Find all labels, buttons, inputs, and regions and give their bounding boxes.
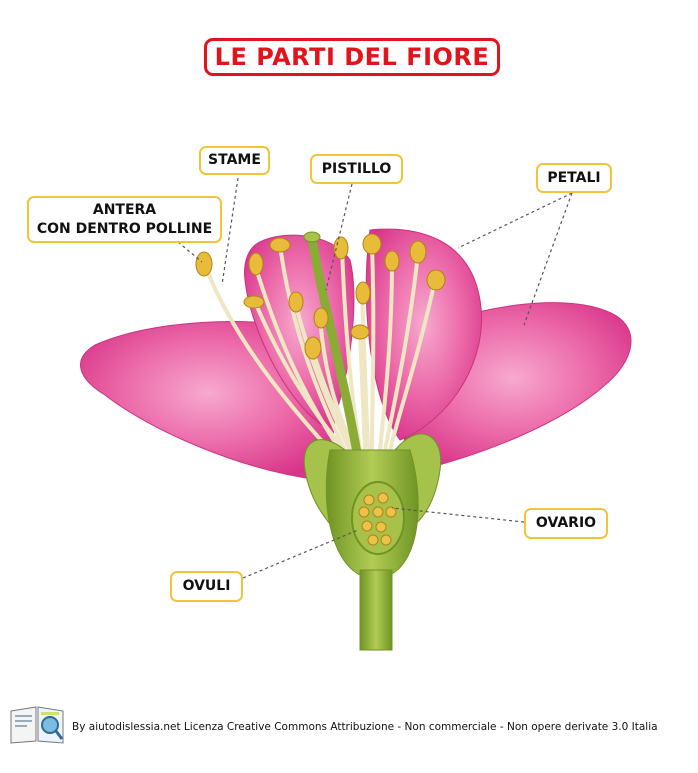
anther bbox=[333, 236, 349, 260]
label-antera: ANTERA CON DENTRO POLLINE bbox=[27, 196, 222, 243]
anthers bbox=[195, 233, 446, 360]
label-ovario-text: OVARIO bbox=[535, 515, 597, 532]
footer-license: By aiutodislessia.net Licenza Creative C… bbox=[72, 721, 658, 733]
label-stame-text: STAME bbox=[208, 152, 261, 169]
label-pistillo-text: PISTILLO bbox=[321, 160, 392, 177]
anther bbox=[355, 281, 371, 305]
pistil-stigma bbox=[303, 231, 321, 243]
label-petali-text: PETALI bbox=[547, 169, 601, 186]
ovary bbox=[351, 481, 405, 555]
label-ovuli-text: OVULI bbox=[182, 578, 231, 595]
anther bbox=[426, 269, 446, 291]
ovules bbox=[358, 492, 397, 546]
label-petali: PETALI bbox=[536, 163, 612, 193]
anther bbox=[362, 233, 382, 255]
anther bbox=[409, 240, 427, 264]
logo-book-icon bbox=[10, 706, 64, 744]
page-title: LE PARTI DEL FIORE bbox=[204, 38, 500, 76]
stem bbox=[359, 569, 393, 651]
anther bbox=[269, 237, 291, 253]
label-ovario: OVARIO bbox=[524, 508, 608, 539]
anther bbox=[248, 252, 264, 276]
label-ovuli: OVULI bbox=[170, 571, 243, 602]
anther bbox=[313, 307, 329, 329]
label-stame: STAME bbox=[199, 146, 270, 175]
leader-lines bbox=[177, 177, 573, 579]
anther bbox=[304, 336, 322, 360]
label-pistillo: PISTILLO bbox=[310, 154, 403, 184]
page-title-text: LE PARTI DEL FIORE bbox=[214, 43, 490, 71]
anther bbox=[384, 250, 400, 272]
anther bbox=[350, 324, 370, 340]
label-antera-line1: ANTERA bbox=[92, 202, 157, 219]
anther bbox=[195, 251, 213, 277]
anther bbox=[243, 295, 265, 309]
label-antera-line2: CON DENTRO POLLINE bbox=[36, 220, 213, 237]
pistil-style bbox=[307, 233, 365, 475]
anther bbox=[288, 291, 304, 313]
